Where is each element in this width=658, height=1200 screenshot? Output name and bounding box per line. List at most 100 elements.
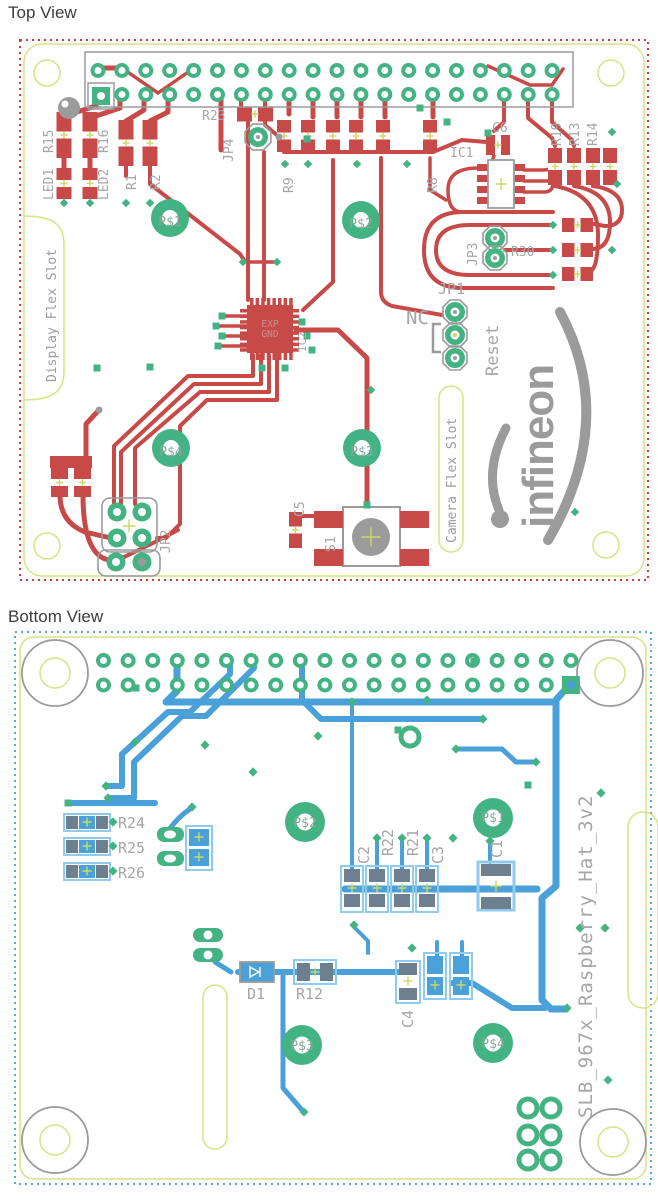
smd-pad	[66, 865, 78, 878]
pin1-outline	[87, 82, 115, 110]
smd-outline	[395, 960, 421, 1004]
smd-pad	[419, 869, 435, 882]
via-square	[146, 363, 154, 371]
label-r14: R14	[586, 122, 601, 146]
ic2-pin	[272, 353, 276, 360]
via-diamond	[607, 245, 617, 255]
ic2-pin	[292, 314, 299, 319]
smd-pad	[320, 963, 333, 981]
label-nc: NC	[406, 307, 429, 329]
ic2-pin	[250, 298, 254, 305]
pad-hole	[395, 657, 403, 664]
via-diamond	[372, 833, 382, 843]
pad-hole	[118, 91, 126, 98]
via-diamond	[596, 788, 606, 798]
ic1-pin	[477, 164, 488, 171]
trace	[428, 156, 448, 202]
pad-hole	[453, 67, 460, 74]
pad-hole	[469, 681, 476, 689]
trace	[352, 925, 370, 955]
label-r24: R24	[118, 814, 145, 832]
label-bot-p2: P$2	[293, 816, 316, 831]
via-diamond	[448, 833, 458, 843]
infineon-logo: infineon	[487, 307, 592, 545]
pad-hole	[112, 558, 120, 566]
via-diamond	[570, 507, 580, 517]
corner-hole	[33, 532, 61, 560]
switch-pad	[400, 511, 429, 528]
label-p1: P$1	[158, 215, 181, 230]
label-bot-p3: P$3	[290, 1039, 313, 1054]
diode-symbol	[249, 965, 261, 979]
pad-center	[138, 558, 146, 566]
octagon-outline	[442, 345, 468, 371]
label-r1: R1	[125, 174, 140, 190]
trace	[550, 95, 576, 148]
pad-hole	[357, 67, 365, 74]
pad-hole	[518, 657, 526, 664]
via-diamond	[548, 245, 558, 255]
trace	[434, 223, 555, 277]
via-diamond	[603, 1075, 613, 1085]
label-r19: R19	[550, 123, 565, 146]
label-r12: R12	[296, 985, 323, 1003]
octagon-outline	[442, 299, 468, 325]
smd-pad	[399, 988, 417, 1000]
ic2-pin	[266, 353, 271, 360]
ic2-pin	[292, 348, 299, 352]
ic2-pin	[278, 353, 282, 360]
smd-outline	[185, 825, 213, 871]
pad-hole	[484, 1034, 502, 1052]
via-diamond	[607, 127, 617, 137]
trace	[492, 95, 506, 133]
via-square	[308, 346, 316, 354]
pad-hole	[118, 67, 126, 74]
dimension-border	[14, 631, 652, 1185]
label-c2: C2	[355, 846, 373, 864]
bottom-view-title: Bottom View	[8, 607, 104, 626]
label-board-name: SLB_967x_Raspberry_Hat_3v2	[575, 795, 597, 1118]
pad-hole	[162, 210, 178, 226]
smd-pad	[419, 894, 435, 907]
smd-pad	[481, 897, 511, 909]
pad-hole	[272, 657, 280, 664]
via-square	[470, 657, 478, 665]
trace	[105, 658, 233, 789]
via-diamond	[108, 841, 118, 851]
pad-hole	[113, 534, 121, 542]
pad-hole	[381, 67, 389, 74]
jp2-outline	[101, 497, 158, 553]
label-r30: R30	[511, 245, 534, 260]
label-led2: LED2	[97, 169, 112, 200]
ic2-pin	[255, 298, 260, 305]
ic2-pin	[283, 353, 288, 360]
pad-hole	[223, 657, 230, 664]
label-c5: C5	[293, 501, 308, 517]
label-camera-flex-slot: Camera Flex Slot	[445, 418, 460, 543]
smd-pad	[369, 894, 385, 907]
top-board-outline	[19, 39, 649, 581]
via-diamond	[103, 793, 113, 803]
trace	[162, 657, 560, 706]
mounting-hole-inner	[597, 1126, 629, 1158]
pad-hole	[493, 681, 501, 689]
ic1-pin	[514, 186, 525, 193]
pad-hole	[164, 830, 176, 839]
pad-hole	[493, 657, 501, 664]
trace	[83, 408, 101, 461]
via-diamond	[548, 220, 558, 230]
ic2-pin	[261, 298, 265, 305]
label-r22: R22	[379, 829, 397, 856]
label-p4: P$4	[159, 445, 183, 460]
smd-outline	[293, 959, 337, 985]
label-display-flex-slot: Display Flex Slot	[45, 249, 60, 382]
trace	[107, 658, 257, 801]
ic1-pin	[477, 175, 488, 182]
trace	[522, 161, 554, 172]
label-bot-p4: P$4	[481, 1037, 505, 1052]
via-diamond	[485, 836, 495, 846]
pad-hole	[419, 657, 427, 664]
via-square	[218, 312, 226, 320]
pad-hole	[500, 67, 508, 74]
